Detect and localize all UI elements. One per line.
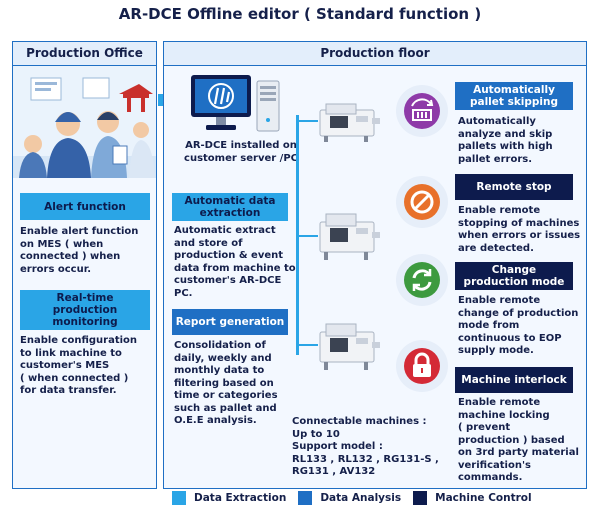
connector-to-machine-1 (296, 120, 318, 122)
legend-label-data-analysis: Data Analysis (320, 492, 402, 504)
legend-swatch-data-extraction (172, 491, 186, 505)
padlock-icon (396, 340, 448, 392)
monitor-icon (191, 75, 251, 130)
legend: Data Extraction Data Analysis Machine Co… (172, 489, 572, 507)
office-workers-illustration (13, 66, 156, 178)
machine-icon (319, 103, 380, 142)
connector-to-machine-2 (296, 235, 318, 237)
production-office-header: Production Office (13, 42, 156, 66)
connector-to-machine-3 (296, 344, 318, 346)
legend-label-data-extraction: Data Extraction (194, 492, 287, 504)
prohibit-icon (396, 176, 448, 228)
pallet-skip-icon (396, 85, 448, 137)
report-generation-label: Report generation (172, 309, 288, 335)
server-tower-icon (256, 80, 280, 132)
machine-icon (319, 323, 380, 370)
legend-swatch-data-analysis (298, 491, 313, 505)
legend-label-machine-control: Machine Control (435, 492, 532, 504)
page-title: AR-DCE Offline editor ( Standard functio… (118, 5, 482, 23)
machine-interlock-label: Machine interlock (455, 367, 573, 393)
machine-icon (319, 213, 380, 260)
legend-swatch-machine-control (413, 491, 428, 505)
refresh-icon (396, 254, 448, 306)
production-floor-header: Production floor (164, 42, 586, 66)
alert-function-label: Alert function (20, 193, 150, 220)
remote-stop-label: Remote stop (455, 174, 573, 200)
